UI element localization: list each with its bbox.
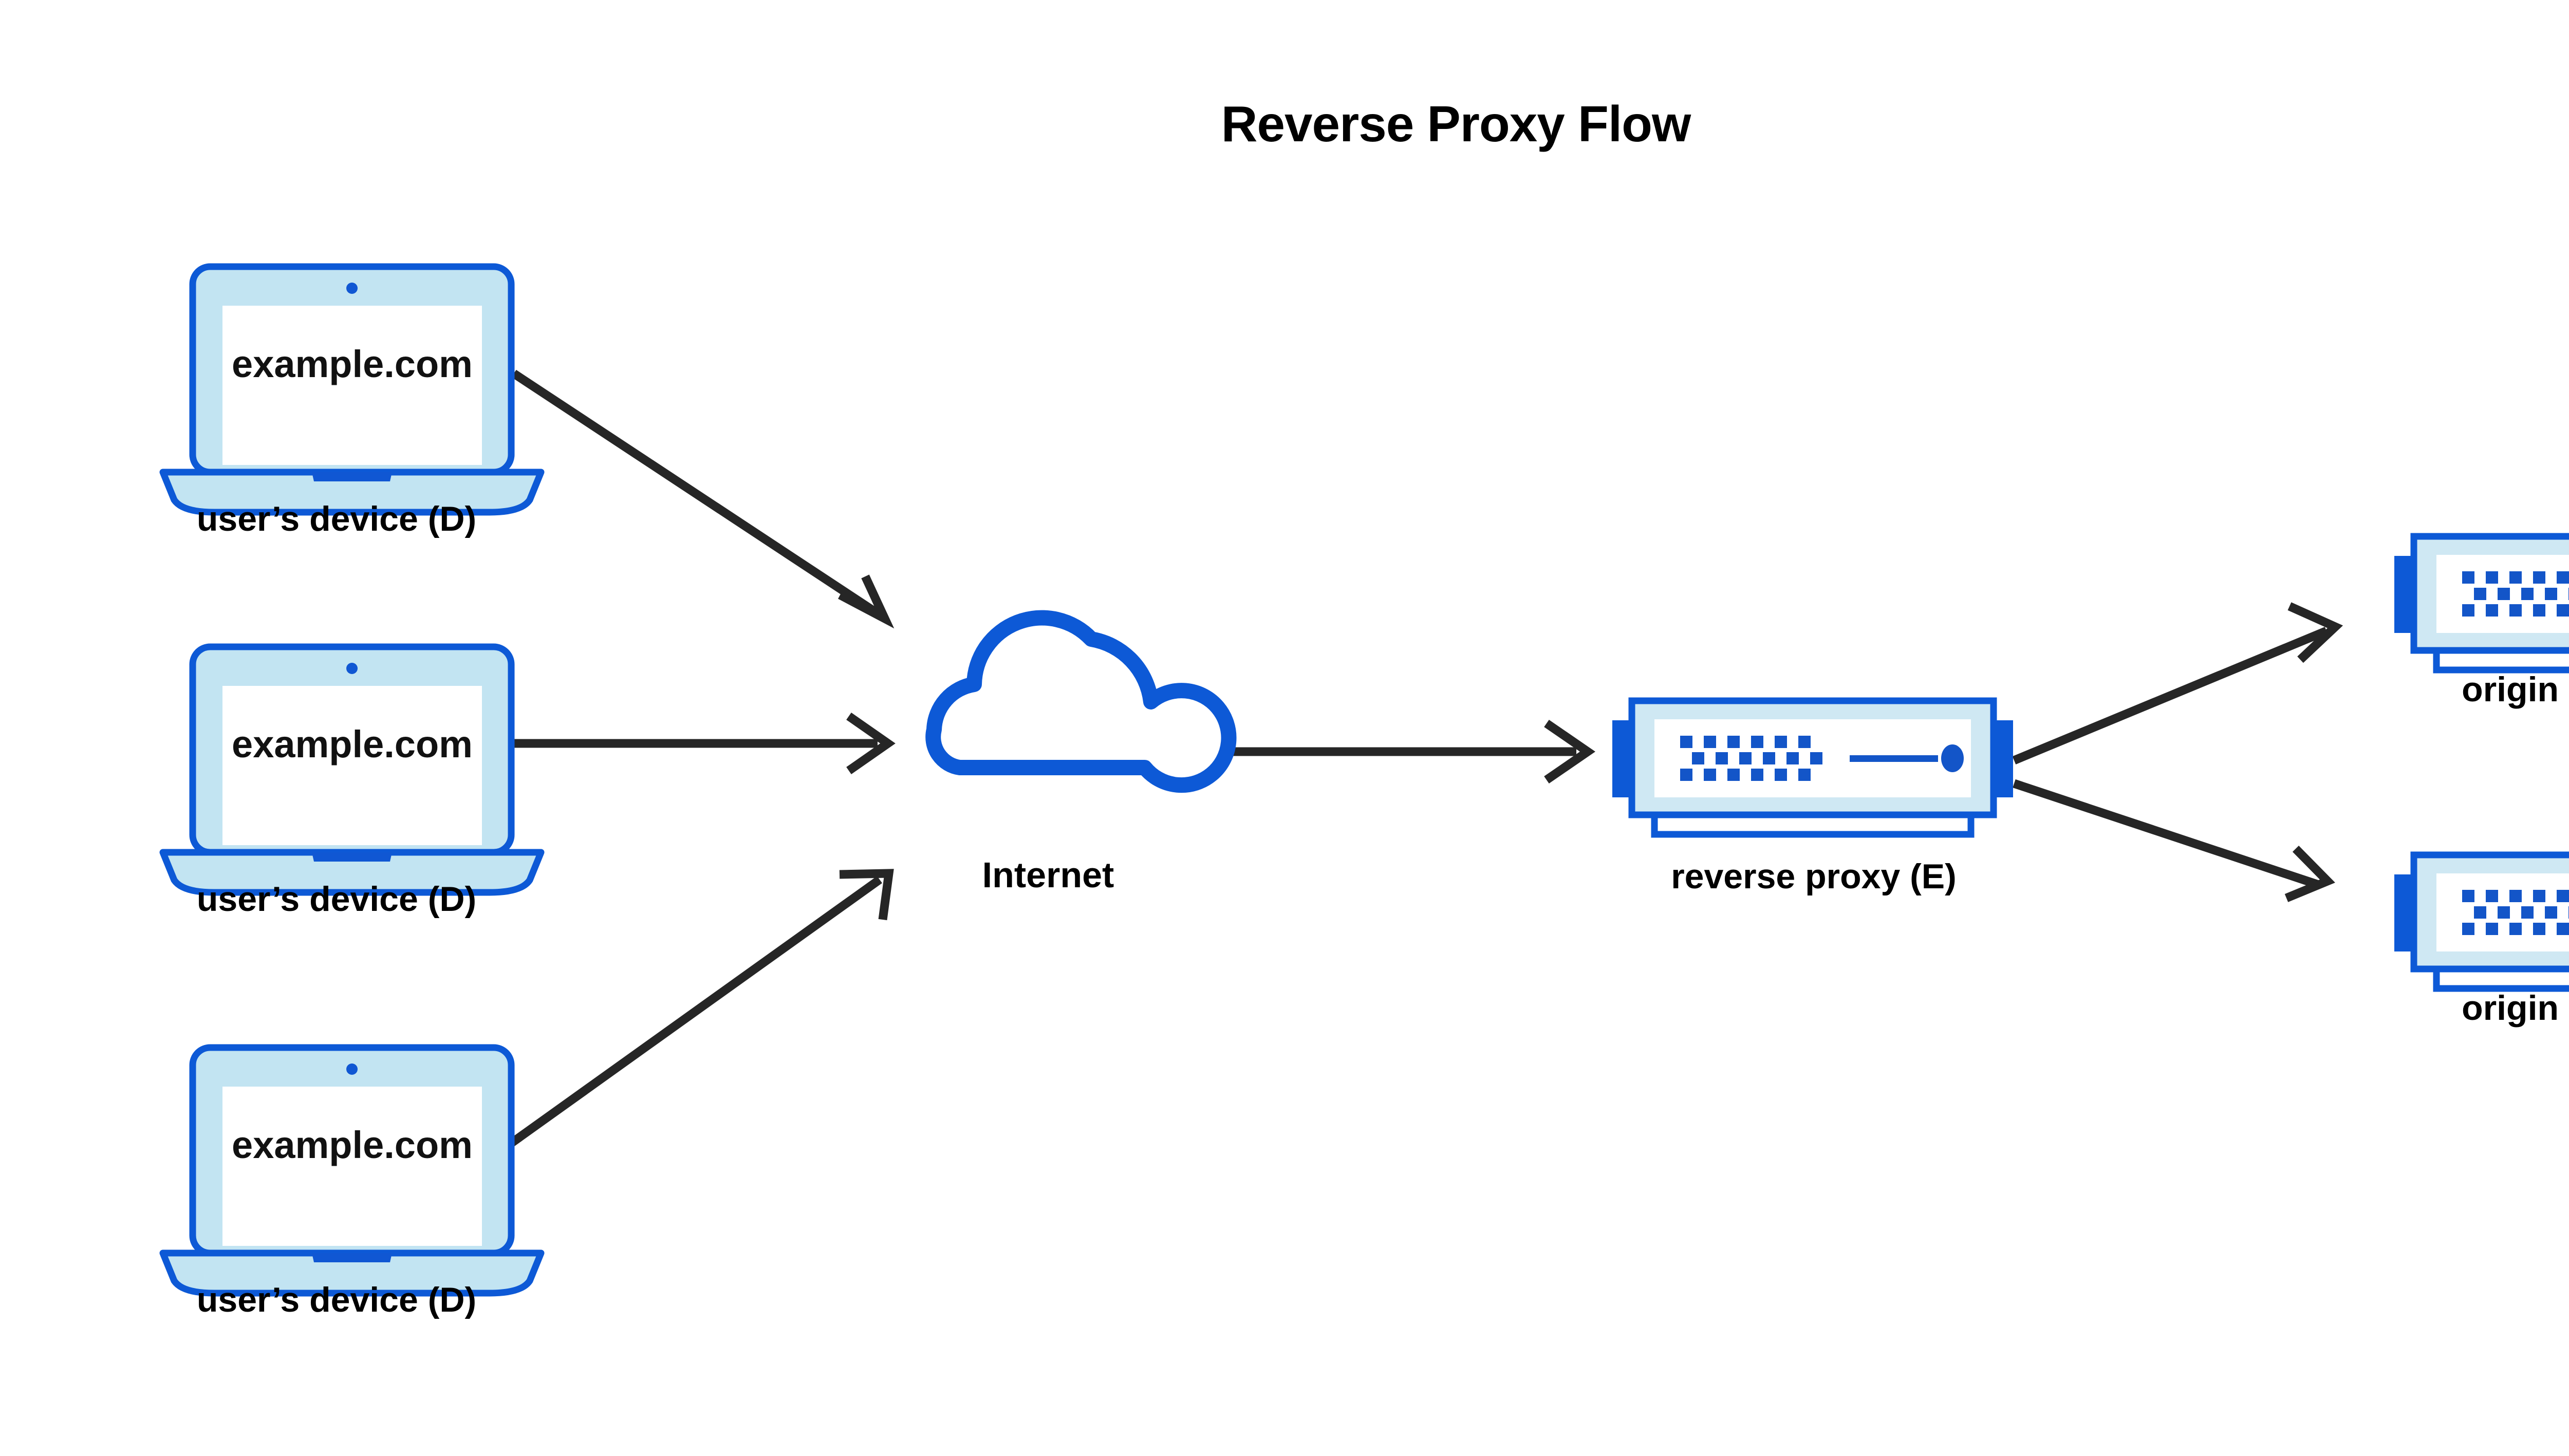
edge-proxy-origin2 (2013, 779, 2335, 902)
laptop-screen-text-2: example.com (232, 723, 473, 766)
label-device-1: user’s device (D) (196, 499, 477, 538)
server-icon-reverse-proxy[interactable] (1612, 701, 2013, 834)
label-origin-1: origin server (F) (2462, 670, 2569, 709)
laptop-screen-text-3: example.com (232, 1124, 473, 1166)
edge-proxy-origin1 (2012, 602, 2343, 764)
edge-device3-internet (499, 869, 894, 1153)
edge-internet-proxy (1233, 719, 1596, 784)
laptop-icon-device-3[interactable] (163, 1048, 541, 1293)
edge-device1-internet (511, 369, 895, 629)
label-internet: Internet (982, 855, 1114, 895)
edge-device2-internet (500, 713, 896, 774)
laptop-screen-text-1: example.com (232, 343, 473, 385)
label-device-3: user’s device (D) (196, 1280, 477, 1319)
cloud-icon-internet[interactable] (933, 618, 1228, 786)
laptop-icon-device-1[interactable] (163, 267, 541, 512)
label-device-2: user’s device (D) (196, 880, 477, 919)
label-reverse-proxy: reverse proxy (E) (1671, 857, 1957, 896)
page-title: Reverse Proxy Flow (1221, 96, 1691, 152)
server-icon-origin-1[interactable] (2394, 536, 2569, 670)
server-icon-origin-2[interactable] (2394, 855, 2569, 988)
label-origin-2: origin server (F) (2462, 988, 2569, 1028)
laptop-icon-device-2[interactable] (163, 647, 541, 892)
